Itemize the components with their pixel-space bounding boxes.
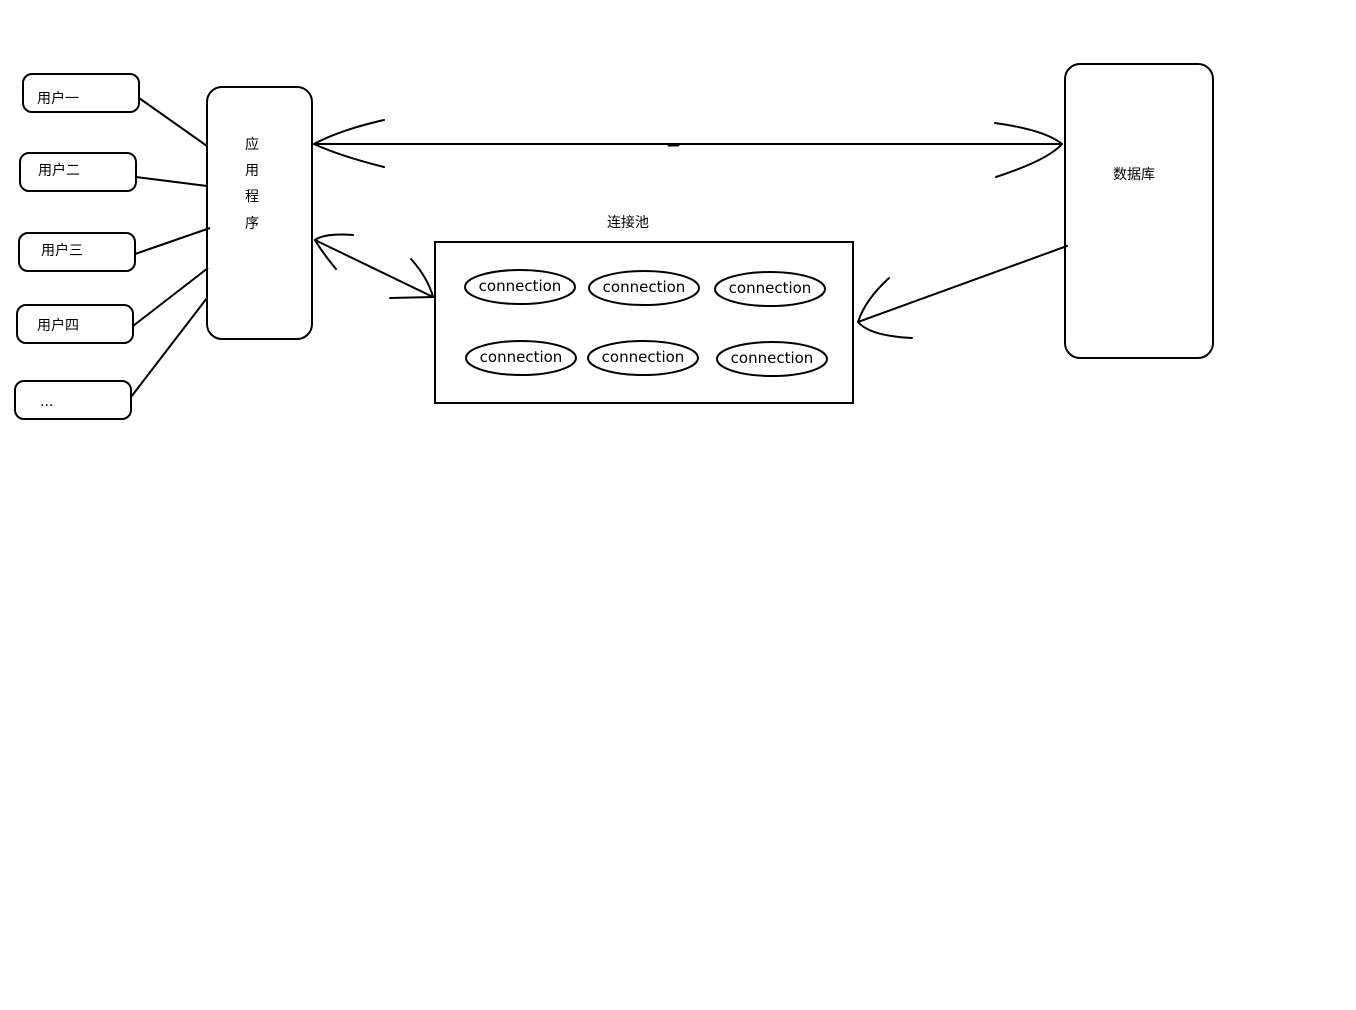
- connection-label: connection: [479, 348, 563, 366]
- app-label-char: 程: [245, 189, 259, 205]
- connection-label: connection: [730, 349, 814, 367]
- user-label-5: ...: [40, 394, 54, 410]
- app-label-char: 序: [245, 216, 259, 232]
- pool-title: 连接池: [607, 215, 649, 231]
- database-box: [1064, 63, 1214, 359]
- user-box-1: [22, 73, 140, 113]
- pool-box: [434, 241, 854, 404]
- database-label: 数据库: [1113, 167, 1155, 183]
- user-label-3: 用户三: [41, 243, 83, 259]
- user-app-links: [130, 97, 211, 398]
- connection-label: connection: [728, 279, 812, 297]
- app-label-char: 用: [245, 163, 259, 179]
- app-box: [206, 86, 313, 340]
- user-label-4: 用户四: [37, 318, 79, 334]
- connection-label: connection: [602, 278, 686, 296]
- connection-label: connection: [601, 348, 685, 366]
- user-box-4: [16, 304, 134, 344]
- app-pool-arrow: [314, 233, 434, 299]
- user-box-3: [18, 232, 136, 272]
- app-db-arrow: [313, 119, 1063, 178]
- connection-label: connection: [478, 277, 562, 295]
- user-label-2: 用户二: [38, 163, 80, 179]
- user-box-2: [19, 152, 137, 192]
- user-label-1: 用户一: [37, 91, 79, 107]
- db-pool-arrow: [857, 245, 1068, 339]
- app-label-char: 应: [245, 137, 259, 153]
- user-box-5: [14, 380, 132, 420]
- connection-ellipses: [464, 269, 828, 377]
